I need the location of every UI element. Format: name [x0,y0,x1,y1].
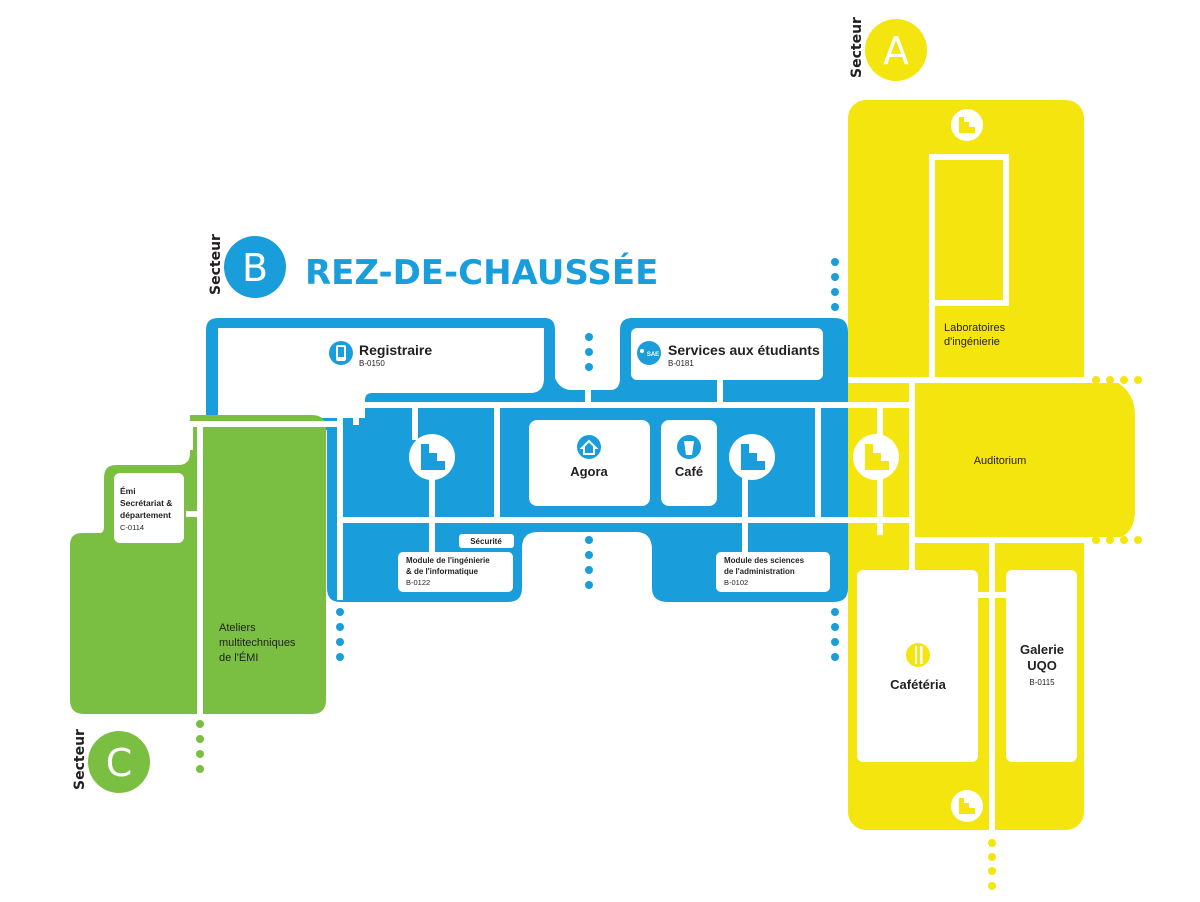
stairs-icon[interactable] [729,434,775,480]
fork-knife-icon [906,643,930,667]
ateliers-line1: Ateliers [219,622,256,634]
stairs-icon[interactable] [409,434,455,480]
exit-dots-icon [196,258,1142,890]
cafe-room[interactable] [661,420,717,506]
page-title: REZ-DE-CHAUSSÉE [305,252,658,293]
labos-line2: d'ingénierie [944,336,1000,348]
cafe-label: Café [675,464,703,479]
sector-letter: C [106,741,133,785]
sector-c-badge: C Secteur [72,729,150,793]
agora-room[interactable] [529,420,650,506]
emi-line2: Secrétariat & [120,498,172,508]
sector-a-badge: A Secteur [849,17,927,81]
ateliers-line2: multitechniques [219,637,296,649]
sae-icon-text: SAE [647,352,659,358]
ateliers-line3: de l'ÉMI [219,651,258,664]
galerie-line1: Galerie [1020,642,1064,657]
cup-icon [677,435,701,459]
services-label: Services aux étudiants [668,342,820,358]
module-ing-room[interactable] [398,552,513,592]
sector-c-zone [70,415,340,714]
module-admin-code: B-0102 [724,578,748,587]
emi-line1: Émi [120,486,136,496]
stairs-icon[interactable] [951,790,983,822]
sector-word: Secteur [849,17,865,78]
services-code: B-0181 [668,359,694,368]
sector-letter: A [883,29,909,73]
labos-line1: Laboratoires [944,322,1006,334]
galerie-line2: UQO [1027,658,1057,673]
securite-room[interactable] [459,534,514,548]
module-ing-line2: & de l'informatique [406,567,479,576]
sector-word: Secteur [72,729,88,790]
stairs-icon[interactable] [951,109,983,141]
cafeteria-label: Cafétéria [890,677,946,692]
sae-icon: SAE [637,341,661,365]
module-admin-room[interactable] [716,552,830,592]
galerie-room[interactable] [1006,570,1077,762]
agora-label: Agora [570,464,608,479]
phone-icon [329,341,353,365]
emi-line3: département [120,510,171,520]
sector-letter: B [242,246,268,290]
sector-b-zone [206,318,910,602]
securite-label: Sécurité [470,537,502,546]
module-admin-line1: Module des sciences [724,556,805,565]
auditorium-label: Auditorium [974,455,1027,467]
sector-b-badge: B Secteur [208,234,286,298]
services-room[interactable] [631,328,823,380]
registraire-code: B-0150 [359,359,385,368]
module-ing-code: B-0122 [406,578,430,587]
emi-room[interactable] [114,473,184,543]
house-icon [577,435,601,459]
sector-word: Secteur [208,234,224,295]
galerie-code: B-0115 [1029,678,1055,687]
emi-code: C-0114 [120,523,144,532]
stairs-icon[interactable] [853,434,899,480]
module-ing-line1: Module de l'ingénierie [406,556,490,565]
module-admin-line2: de l'administration [724,567,795,576]
registraire-room[interactable] [218,328,544,418]
registraire-label: Registraire [359,342,432,358]
